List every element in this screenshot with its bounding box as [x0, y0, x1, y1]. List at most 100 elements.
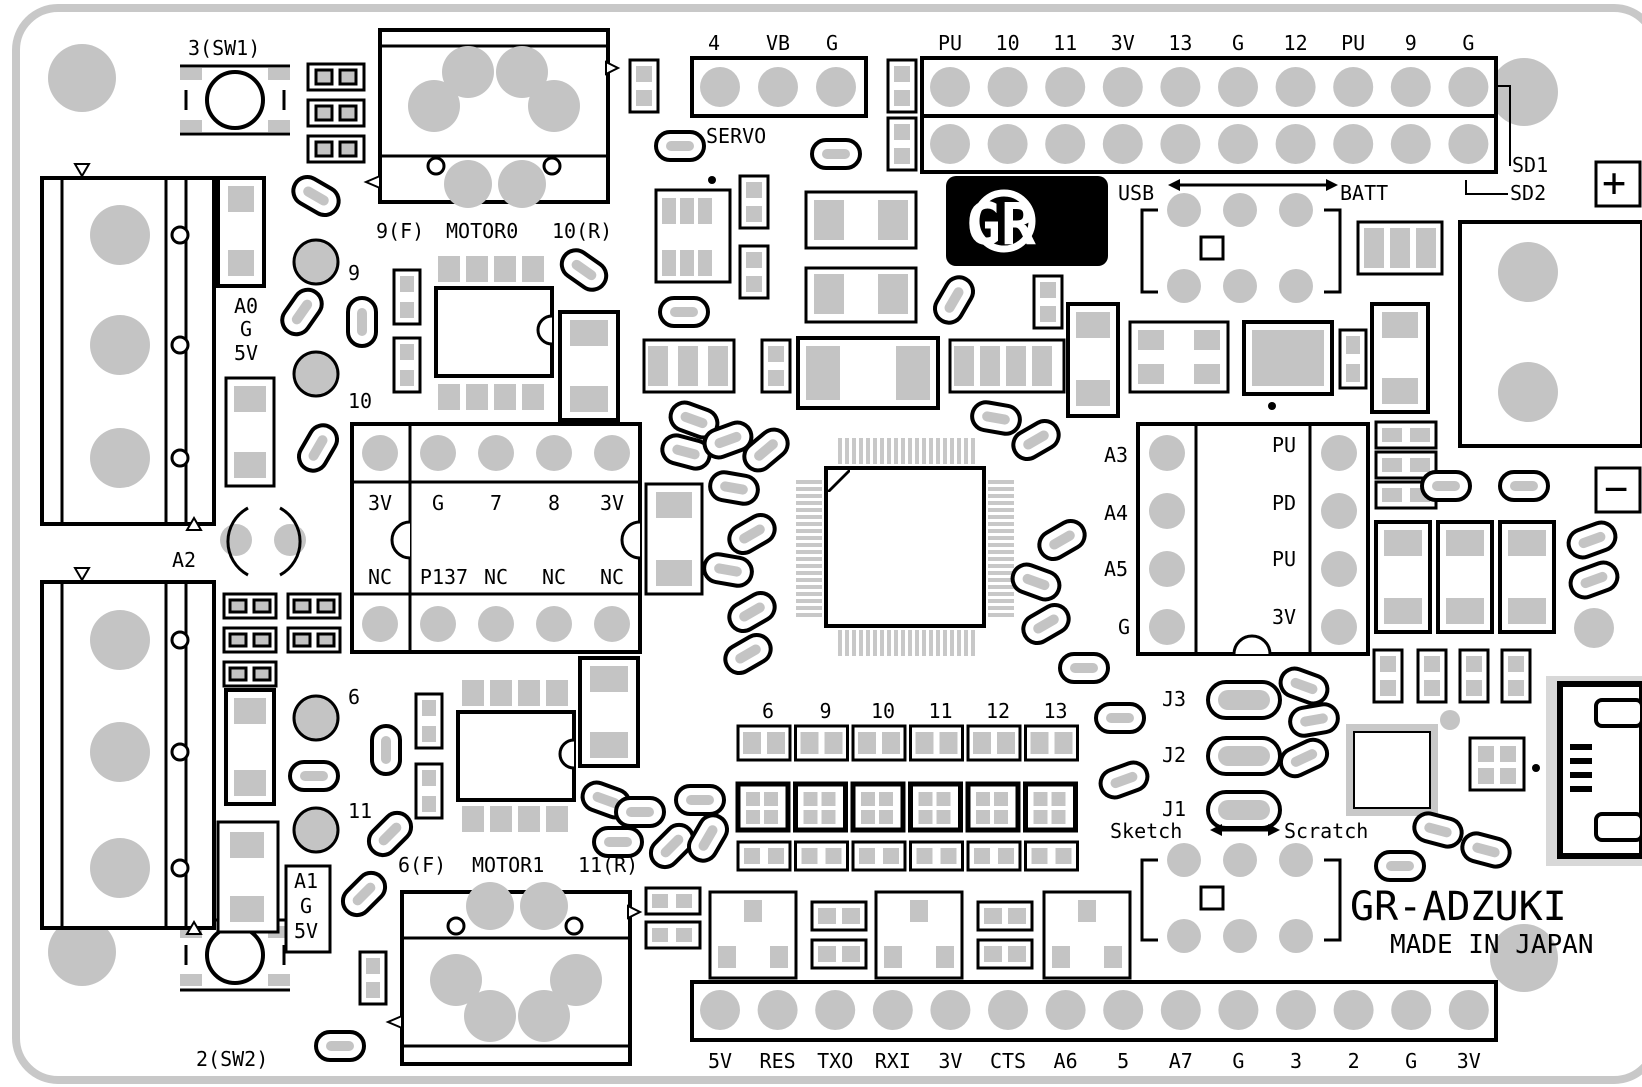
header-pin	[1333, 67, 1374, 107]
header-pin	[1333, 124, 1374, 164]
connector-label-a1: A1	[294, 869, 318, 893]
led-9	[292, 238, 340, 286]
header-pin	[872, 990, 913, 1030]
header-pin	[1276, 990, 1316, 1030]
capacitor-pad	[727, 591, 777, 633]
capacitor-pad	[702, 552, 754, 588]
central-smd-parts	[642, 176, 1444, 418]
header-pin	[988, 990, 1028, 1030]
socket-pin	[1321, 493, 1357, 529]
top-header-pin-label: 10	[996, 31, 1020, 55]
bottom-header-pin-label: 3	[1290, 1049, 1302, 1073]
capacitor-pad	[1011, 419, 1061, 461]
capacitor-pad	[668, 400, 720, 440]
usb-bridge-ic	[1346, 710, 1460, 816]
connector-label-a0: A0	[234, 294, 258, 318]
capacitor-pad	[592, 826, 644, 858]
header-pin	[1218, 990, 1259, 1030]
capacitor-pad	[1412, 811, 1464, 849]
sensor-socket-label: 8	[548, 491, 560, 515]
capacitor-pad	[370, 724, 402, 776]
analog-socket-label: PU	[1272, 547, 1296, 571]
vertical-resistors	[358, 58, 1064, 1006]
socket-pin	[362, 606, 398, 642]
analog-pins	[1149, 435, 1357, 645]
middle-header-pin-label: 6	[762, 699, 774, 723]
capacitor-pad	[727, 513, 777, 555]
capacitor-pad	[933, 275, 975, 325]
led-group-left: 9 10 6 11	[292, 238, 372, 854]
socket-pin	[1149, 493, 1185, 529]
capacitor-pad	[723, 633, 773, 675]
connector-label-g: G	[240, 317, 252, 341]
mounting-holes	[48, 44, 1558, 992]
top-header-pin-label: 9	[1405, 31, 1417, 55]
motor-driver-ic-0	[434, 256, 554, 410]
mode-select-jumper: Sketch Scratch	[1110, 819, 1368, 953]
led-10	[292, 350, 340, 398]
top-header-pin-label: 3V	[1111, 31, 1135, 55]
header-pin	[1391, 990, 1432, 1030]
header-pin	[1103, 990, 1144, 1030]
header-pin	[1045, 990, 1086, 1030]
middle-header-pins	[735, 724, 1079, 872]
socket-pin	[420, 606, 456, 642]
header-pin	[1390, 67, 1431, 107]
capacitor-pad	[658, 296, 710, 328]
board-name: GR-ADZUKI MADE IN JAPAN	[1350, 884, 1594, 960]
jumpers: J3 J2 J1	[1162, 680, 1282, 830]
motor0-labels: 9(F) MOTOR0 10(R)	[376, 219, 612, 243]
capacitor-pad	[366, 810, 414, 858]
capacitor-pad	[648, 822, 696, 870]
top-header-pin-label: PU	[1341, 31, 1365, 55]
bottom-header-pin-label: RXI	[875, 1049, 911, 1073]
header-pin	[987, 67, 1028, 107]
batt-label: BATT	[1340, 181, 1388, 205]
switch-sw1-label: 3(SW1)	[188, 36, 260, 60]
capacitor-pad	[810, 138, 862, 170]
analog-socket-label: PD	[1272, 491, 1296, 515]
sd1-label: SD1	[1512, 153, 1548, 177]
capacitor-pad	[1420, 470, 1472, 502]
capacitor-pad	[660, 433, 712, 471]
mounting-hole	[48, 44, 116, 112]
socket-pin	[420, 435, 456, 471]
top-header-pin-label: PU	[938, 31, 962, 55]
servo-pin-label: VB	[766, 31, 790, 55]
header-pin	[930, 990, 971, 1030]
jumper-label: J3	[1162, 687, 1186, 711]
mounting-hole	[1490, 58, 1558, 126]
usb-connector	[1468, 676, 1642, 866]
board-name-text: GR-ADZUKI	[1350, 884, 1567, 930]
socket-pin	[1321, 551, 1357, 587]
sensor-socket-label: 3V	[368, 491, 392, 515]
jumper-label: J2	[1162, 743, 1186, 767]
bottom-header-pin-label: G	[1232, 1049, 1244, 1073]
mounting-hole	[48, 918, 116, 986]
header-pin	[930, 67, 970, 107]
middle-header-pin-label: 10	[871, 699, 895, 723]
capacitor-pad	[346, 296, 378, 348]
connector-label-5v: 5V	[294, 919, 318, 943]
sketch-label: Sketch	[1110, 819, 1182, 843]
socket-pin	[1149, 609, 1185, 645]
header-pin	[1390, 124, 1431, 164]
bottom-header-pin-label: G	[1405, 1049, 1417, 1073]
motor0-forward-label: 9(F)	[376, 219, 424, 243]
header-pin	[1102, 124, 1143, 164]
middle-header-pin-label: 11	[928, 699, 952, 723]
header-pin	[757, 990, 798, 1030]
bottom-header-pin-label: 2	[1348, 1049, 1360, 1073]
servo-label: SERVO	[706, 124, 766, 148]
capacitor-pad	[1278, 666, 1330, 706]
servo-pin	[700, 67, 740, 107]
analog-socket-label: A5	[1104, 557, 1128, 581]
header-pin	[987, 124, 1028, 164]
capacitor-pad	[1094, 702, 1146, 734]
